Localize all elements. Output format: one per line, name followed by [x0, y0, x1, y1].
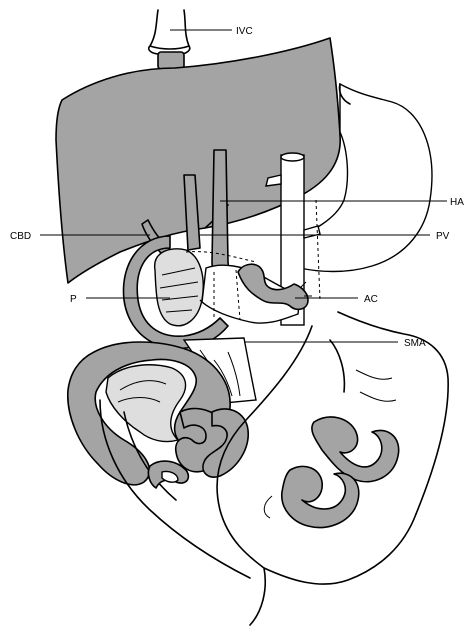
label-sma: SMA — [404, 338, 426, 349]
label-p: P — [70, 294, 77, 305]
ileum-loops — [264, 417, 398, 528]
small-intestine — [176, 409, 248, 478]
label-ac: AC — [364, 294, 378, 305]
inferior-vena-cava — [149, 10, 190, 69]
label-cbd: CBD — [10, 231, 31, 242]
label-pv: PV — [436, 231, 450, 242]
mesentery-right — [217, 312, 448, 625]
label-ha: HA — [450, 197, 464, 208]
label-ivc: IVC — [236, 26, 253, 37]
